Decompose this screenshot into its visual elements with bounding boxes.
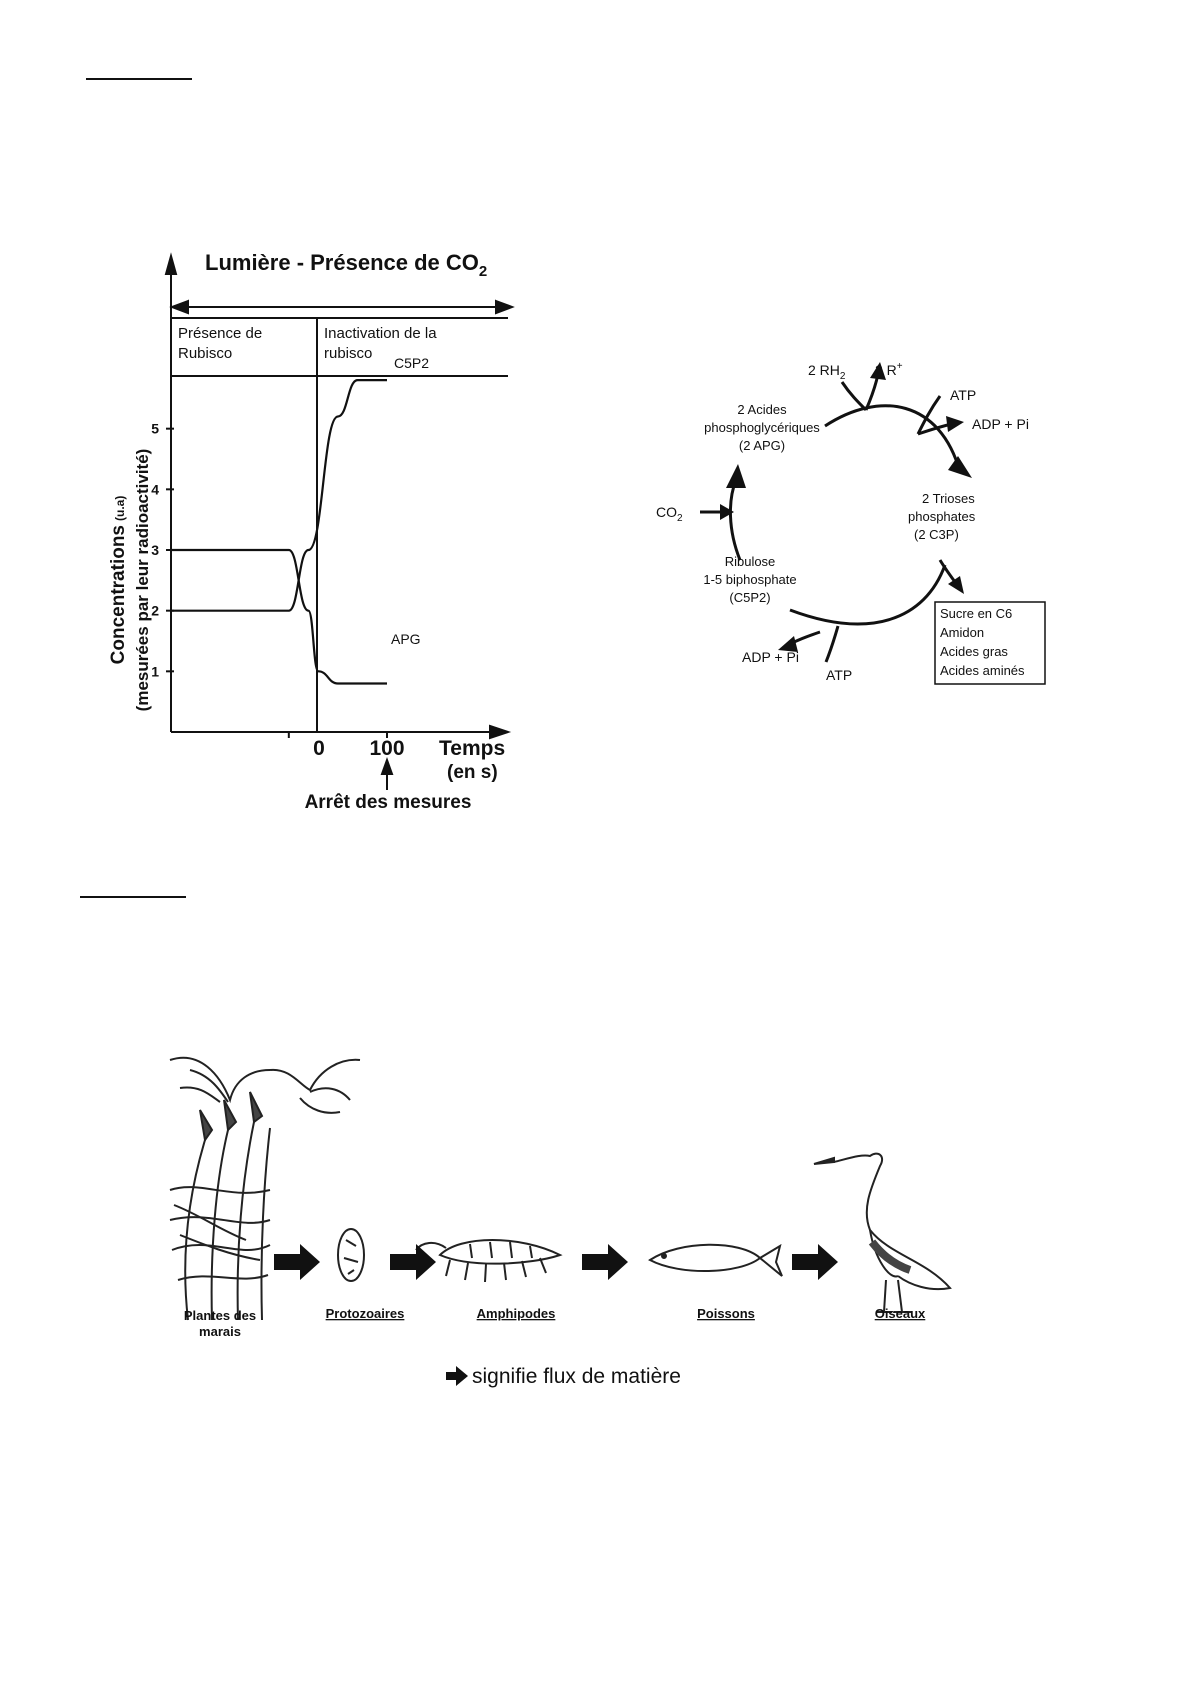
ribulose-label-3: (C5P2) (729, 590, 770, 605)
r-plus-label: 2 R+ (875, 361, 903, 378)
y-tick-label-3: 3 (151, 542, 159, 558)
food-chain-illustration: Plantes des marais Protozoaires Amphipod… (169, 1056, 952, 1388)
trioses-label-3: (2 C3P) (914, 527, 959, 542)
ylabel-line1: Concentrations(u.a) (108, 496, 129, 665)
ribulose-label-2: 1-5 biphosphate (703, 572, 796, 587)
ylabel-line2: (mesurées par leur radioactivité) (133, 449, 152, 712)
series-label-c5p2: C5P2 (394, 355, 429, 371)
cycle-arrow-trioses (948, 456, 972, 478)
r-plus-branch (864, 373, 880, 411)
series-label-apg: APG (391, 631, 421, 647)
atp-bottom-label: ATP (826, 667, 852, 683)
cycle-arc-left (728, 479, 742, 561)
cycle-arc-top (824, 404, 962, 473)
flow-arrow-2 (390, 1244, 436, 1280)
amphipod-icon (415, 1239, 563, 1283)
legend-arrow (446, 1366, 468, 1386)
ribulose-label-1: Ribulose (725, 554, 776, 569)
marsh-plants-icon (169, 1091, 271, 1321)
section-2-rule (80, 896, 186, 898)
x-tick-0: 0 (313, 737, 325, 760)
reed-plume-illustration (169, 1056, 361, 1114)
trioses-label-2: phosphates (908, 509, 976, 524)
y-axis-arrow (164, 252, 178, 275)
zone-left-line2: Rubisco (178, 345, 232, 362)
c5p2-curve (171, 379, 387, 612)
cycle-arc-bottom (789, 564, 947, 626)
section-1-rule (86, 78, 192, 80)
organism-protozoa: Protozoaires (326, 1306, 405, 1321)
cycle-arrow-apg (726, 464, 746, 488)
graph-header: Lumière - Présence de CO2 (205, 250, 487, 280)
flow-arrow-1 (274, 1244, 320, 1280)
adp-top-label: ADP + Pi (972, 416, 1029, 432)
x-axis-arrow (489, 724, 512, 740)
flow-legend: signifie flux de matière (472, 1365, 681, 1388)
product-3: Acides gras (940, 644, 1008, 659)
organism-plants-line1: Plantes des (184, 1308, 256, 1323)
co2-label: CO2 (656, 504, 683, 524)
heron-bird-icon (813, 1152, 952, 1313)
calvin-cycle-diagram: 2 RH2 2 R+ ATP ADP + Pi 2 Acides phospho… (656, 361, 1046, 685)
product-1: Sucre en C6 (940, 606, 1012, 621)
apg-label-3: (2 APG) (739, 438, 785, 453)
y-tick-label-5: 5 (151, 421, 159, 437)
adp-bottom-label: ADP + Pi (742, 649, 799, 665)
rh2-branch (840, 381, 868, 412)
fish-icon (648, 1243, 783, 1277)
zone-right-line1: Inactivation de la (324, 325, 437, 342)
product-2: Amidon (940, 625, 984, 640)
products-box (934, 601, 1046, 685)
apg-label-2: phosphoglycériques (704, 420, 820, 435)
y-tick-label-2: 2 (151, 603, 159, 619)
organism-plants-line2: marais (199, 1324, 241, 1339)
arrest-label: Arrêt des mesures (305, 792, 472, 813)
trioses-label-1: 2 Trioses (922, 491, 975, 506)
xlabel-line1: Temps (439, 737, 505, 760)
apg-label-1: 2 Acides (737, 402, 787, 417)
rh2-label: 2 RH2 (808, 362, 846, 382)
y-tick-label-1: 1 (151, 663, 159, 679)
organism-amphipods: Amphipodes (477, 1306, 556, 1321)
flow-arrow-3 (582, 1244, 628, 1280)
organism-birds: Oiseaux (875, 1306, 926, 1321)
concentration-graph: Lumière - Présence de CO2 Présence de Ru… (108, 250, 515, 813)
protozoa-icon (337, 1228, 365, 1282)
xlabel-line2: (en s) (447, 762, 498, 783)
y-tick-label-4: 4 (151, 481, 159, 497)
zone-right-line2: rubisco (324, 345, 372, 362)
atp-top-branch (916, 395, 942, 435)
x-tick-100: 100 (369, 737, 404, 760)
product-4: Acides aminés (940, 663, 1025, 678)
atp-bottom-branch (824, 625, 840, 663)
atp-top-label: ATP (950, 387, 976, 403)
zone-left-line1: Présence de (178, 325, 262, 342)
apg-curve (170, 548, 387, 685)
flow-arrow-4 (792, 1244, 838, 1280)
organism-fish: Poissons (697, 1306, 755, 1321)
